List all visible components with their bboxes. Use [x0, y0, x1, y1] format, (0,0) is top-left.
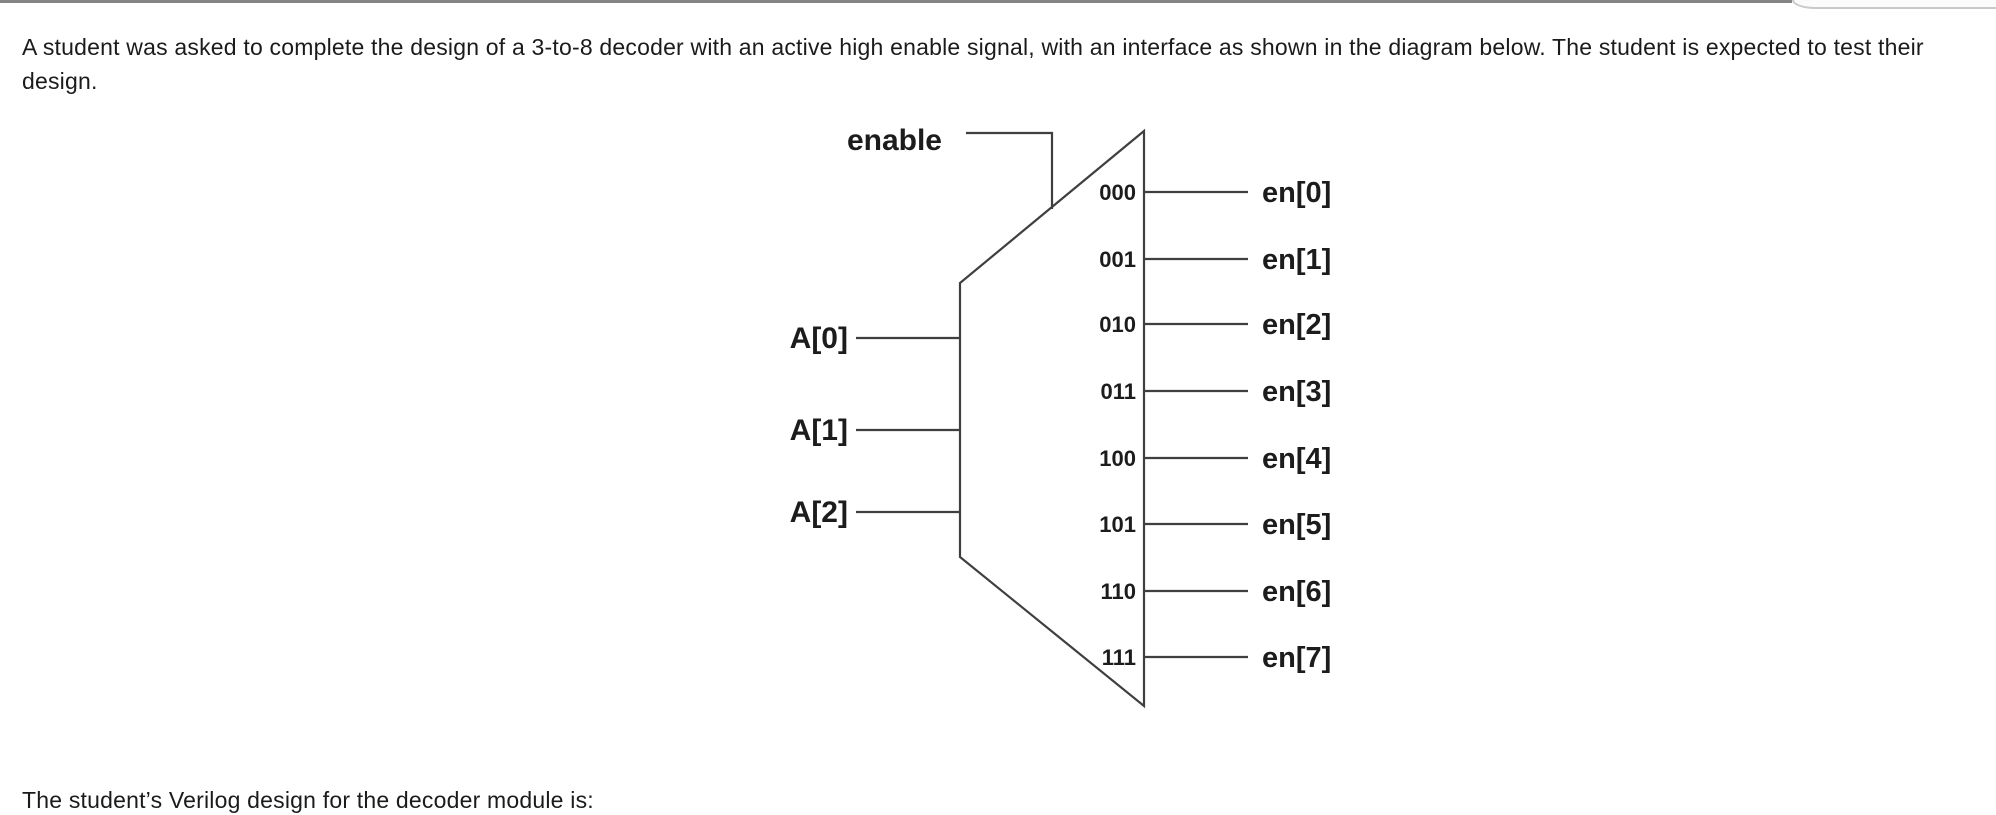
output-label-4: en[4] [1262, 443, 1331, 475]
output-label-3: en[3] [1262, 376, 1331, 408]
output-label-5: en[5] [1262, 509, 1331, 541]
output-code-3: 011 [1101, 379, 1137, 404]
output-label-0: en[0] [1262, 177, 1331, 209]
verilog-prompt-text: The student’s Verilog design for the dec… [22, 787, 594, 813]
output-label-1: en[1] [1262, 244, 1331, 276]
output-label-6: en[6] [1262, 576, 1331, 608]
output-label-7: en[7] [1262, 642, 1331, 674]
decoder-body [958, 128, 1146, 709]
output-code-1: 001 [1099, 247, 1136, 272]
output-code-0: 000 [1099, 180, 1136, 205]
output-code-2: 010 [1099, 312, 1136, 337]
input-label-a1: A[1] [790, 414, 848, 447]
output-code-6: 110 [1101, 579, 1137, 604]
enable-wire [966, 131, 1054, 209]
input-label-a0: A[0] [790, 322, 848, 355]
input-label-a2: A[2] [790, 496, 848, 529]
enable-label: enable [847, 124, 942, 157]
output-code-4: 100 [1099, 446, 1136, 471]
top-border [0, 0, 1792, 3]
output-code-5: 101 [1099, 512, 1136, 537]
output-label-2: en[2] [1262, 309, 1331, 341]
question-intro-text: A student was asked to complete the desi… [22, 34, 1924, 94]
output-code-7: 111 [1102, 645, 1136, 670]
